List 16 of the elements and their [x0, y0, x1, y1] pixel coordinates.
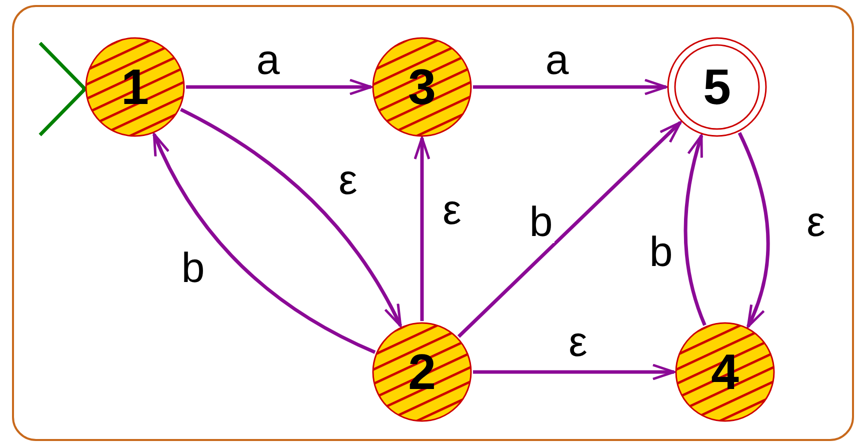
- accept-state-circle: [667, 37, 767, 137]
- state-circle: [85, 37, 185, 137]
- transition-arrow: [180, 108, 402, 327]
- transition-arrow: [186, 78, 372, 96]
- transition-arrow: [152, 133, 376, 354]
- transition-arrow: [738, 132, 770, 328]
- transition-arrow: [473, 364, 676, 380]
- transition-arrow: [473, 78, 668, 96]
- transition-arrow: [684, 134, 706, 326]
- state-circle: [675, 322, 775, 422]
- start-arrow: [38, 41, 87, 137]
- transition-arrow: [414, 136, 430, 321]
- state-circle: [372, 322, 472, 422]
- state-circle: [372, 37, 472, 137]
- transition-arrow: [457, 121, 682, 338]
- state-number: 5: [703, 62, 731, 112]
